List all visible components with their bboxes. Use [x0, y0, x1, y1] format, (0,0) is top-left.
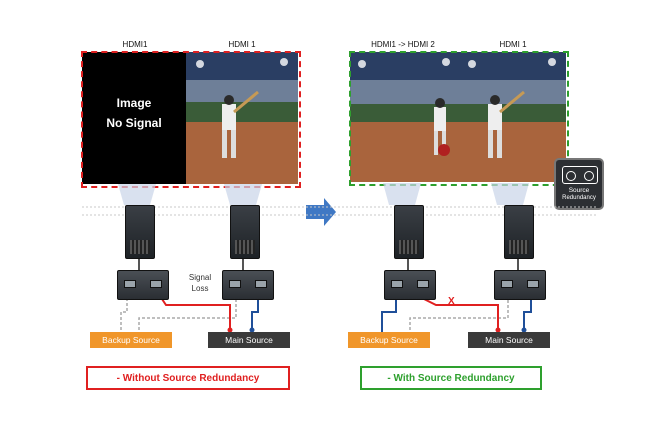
right-input-hub-2 [494, 270, 546, 300]
beam-right-2 [491, 183, 529, 205]
hdmi-port-icon [501, 280, 513, 288]
left-screen1-label: HDMI1 [122, 40, 148, 49]
baseball-scene-right2 [458, 52, 566, 182]
left-screen2-label: HDMI 1 [228, 40, 256, 49]
right-screen2-baseball-image [458, 52, 566, 182]
left-processor-2 [230, 205, 260, 259]
right-backup-cable-2 [409, 298, 509, 330]
badge-line2: Redundancy [562, 195, 596, 201]
left-input-hub-2 [222, 270, 274, 300]
left-screen2-baseball-image [186, 52, 298, 184]
right-backup-source: Backup Source [348, 332, 430, 348]
right-processor-2 [504, 205, 534, 259]
right-main-cable-red [421, 297, 499, 330]
right-main-source: Main Source [468, 332, 550, 348]
right-processor-1 [394, 205, 424, 259]
hdmi-port-icon [124, 280, 136, 288]
right-screen2-label: HDMI 1 [499, 40, 527, 49]
right-arrow-icon [304, 195, 338, 234]
left-result-label: - Without Source Redundancy [86, 366, 290, 390]
beam-right-1 [383, 183, 421, 205]
signal-loss-line2: Loss [191, 284, 209, 293]
source-redundancy-badge: Source Redundancy [554, 158, 604, 210]
hdmi-port-icon [527, 280, 539, 288]
hdmi-port-icon [150, 280, 162, 288]
right-screen1-baseball-image [350, 52, 458, 182]
left-backup-cable-1 [120, 298, 128, 332]
baseball-scene-left [186, 52, 298, 184]
source-redundancy-icon [562, 166, 598, 184]
left-input-hub-1 [117, 270, 169, 300]
right-backup-cable-1 [381, 298, 397, 332]
baseball-scene-right1 [350, 52, 458, 182]
badge-line1: Source [568, 187, 590, 194]
left-screen1-no-signal: Image No Signal [82, 52, 186, 184]
left-main-cable-blue [251, 298, 259, 330]
signal-loss-annotation: Signal Loss [180, 272, 220, 294]
no-signal-line1: Image [116, 96, 152, 110]
right-result-label: - With Source Redundancy [360, 366, 542, 390]
left-screen-border [81, 51, 301, 188]
left-processor-1 [125, 205, 155, 259]
hdmi-port-icon [417, 280, 429, 288]
no-signal-line2: No Signal [106, 116, 162, 130]
left-backup-cable-2 [138, 298, 237, 330]
right-main-cable-blue [523, 298, 532, 330]
left-main-source: Main Source [208, 332, 290, 348]
hdmi-port-icon [229, 280, 241, 288]
right-input-hub-1 [384, 270, 436, 300]
right-screen1-label: HDMI1 -> HDMI 2 [371, 40, 435, 49]
right-screen-border [349, 51, 569, 186]
x-icon: X [448, 296, 455, 307]
hdmi-port-icon [391, 280, 403, 288]
signal-loss-line1: Signal [188, 273, 212, 282]
left-backup-source: Backup Source [90, 332, 172, 348]
hdmi-port-icon [255, 280, 267, 288]
